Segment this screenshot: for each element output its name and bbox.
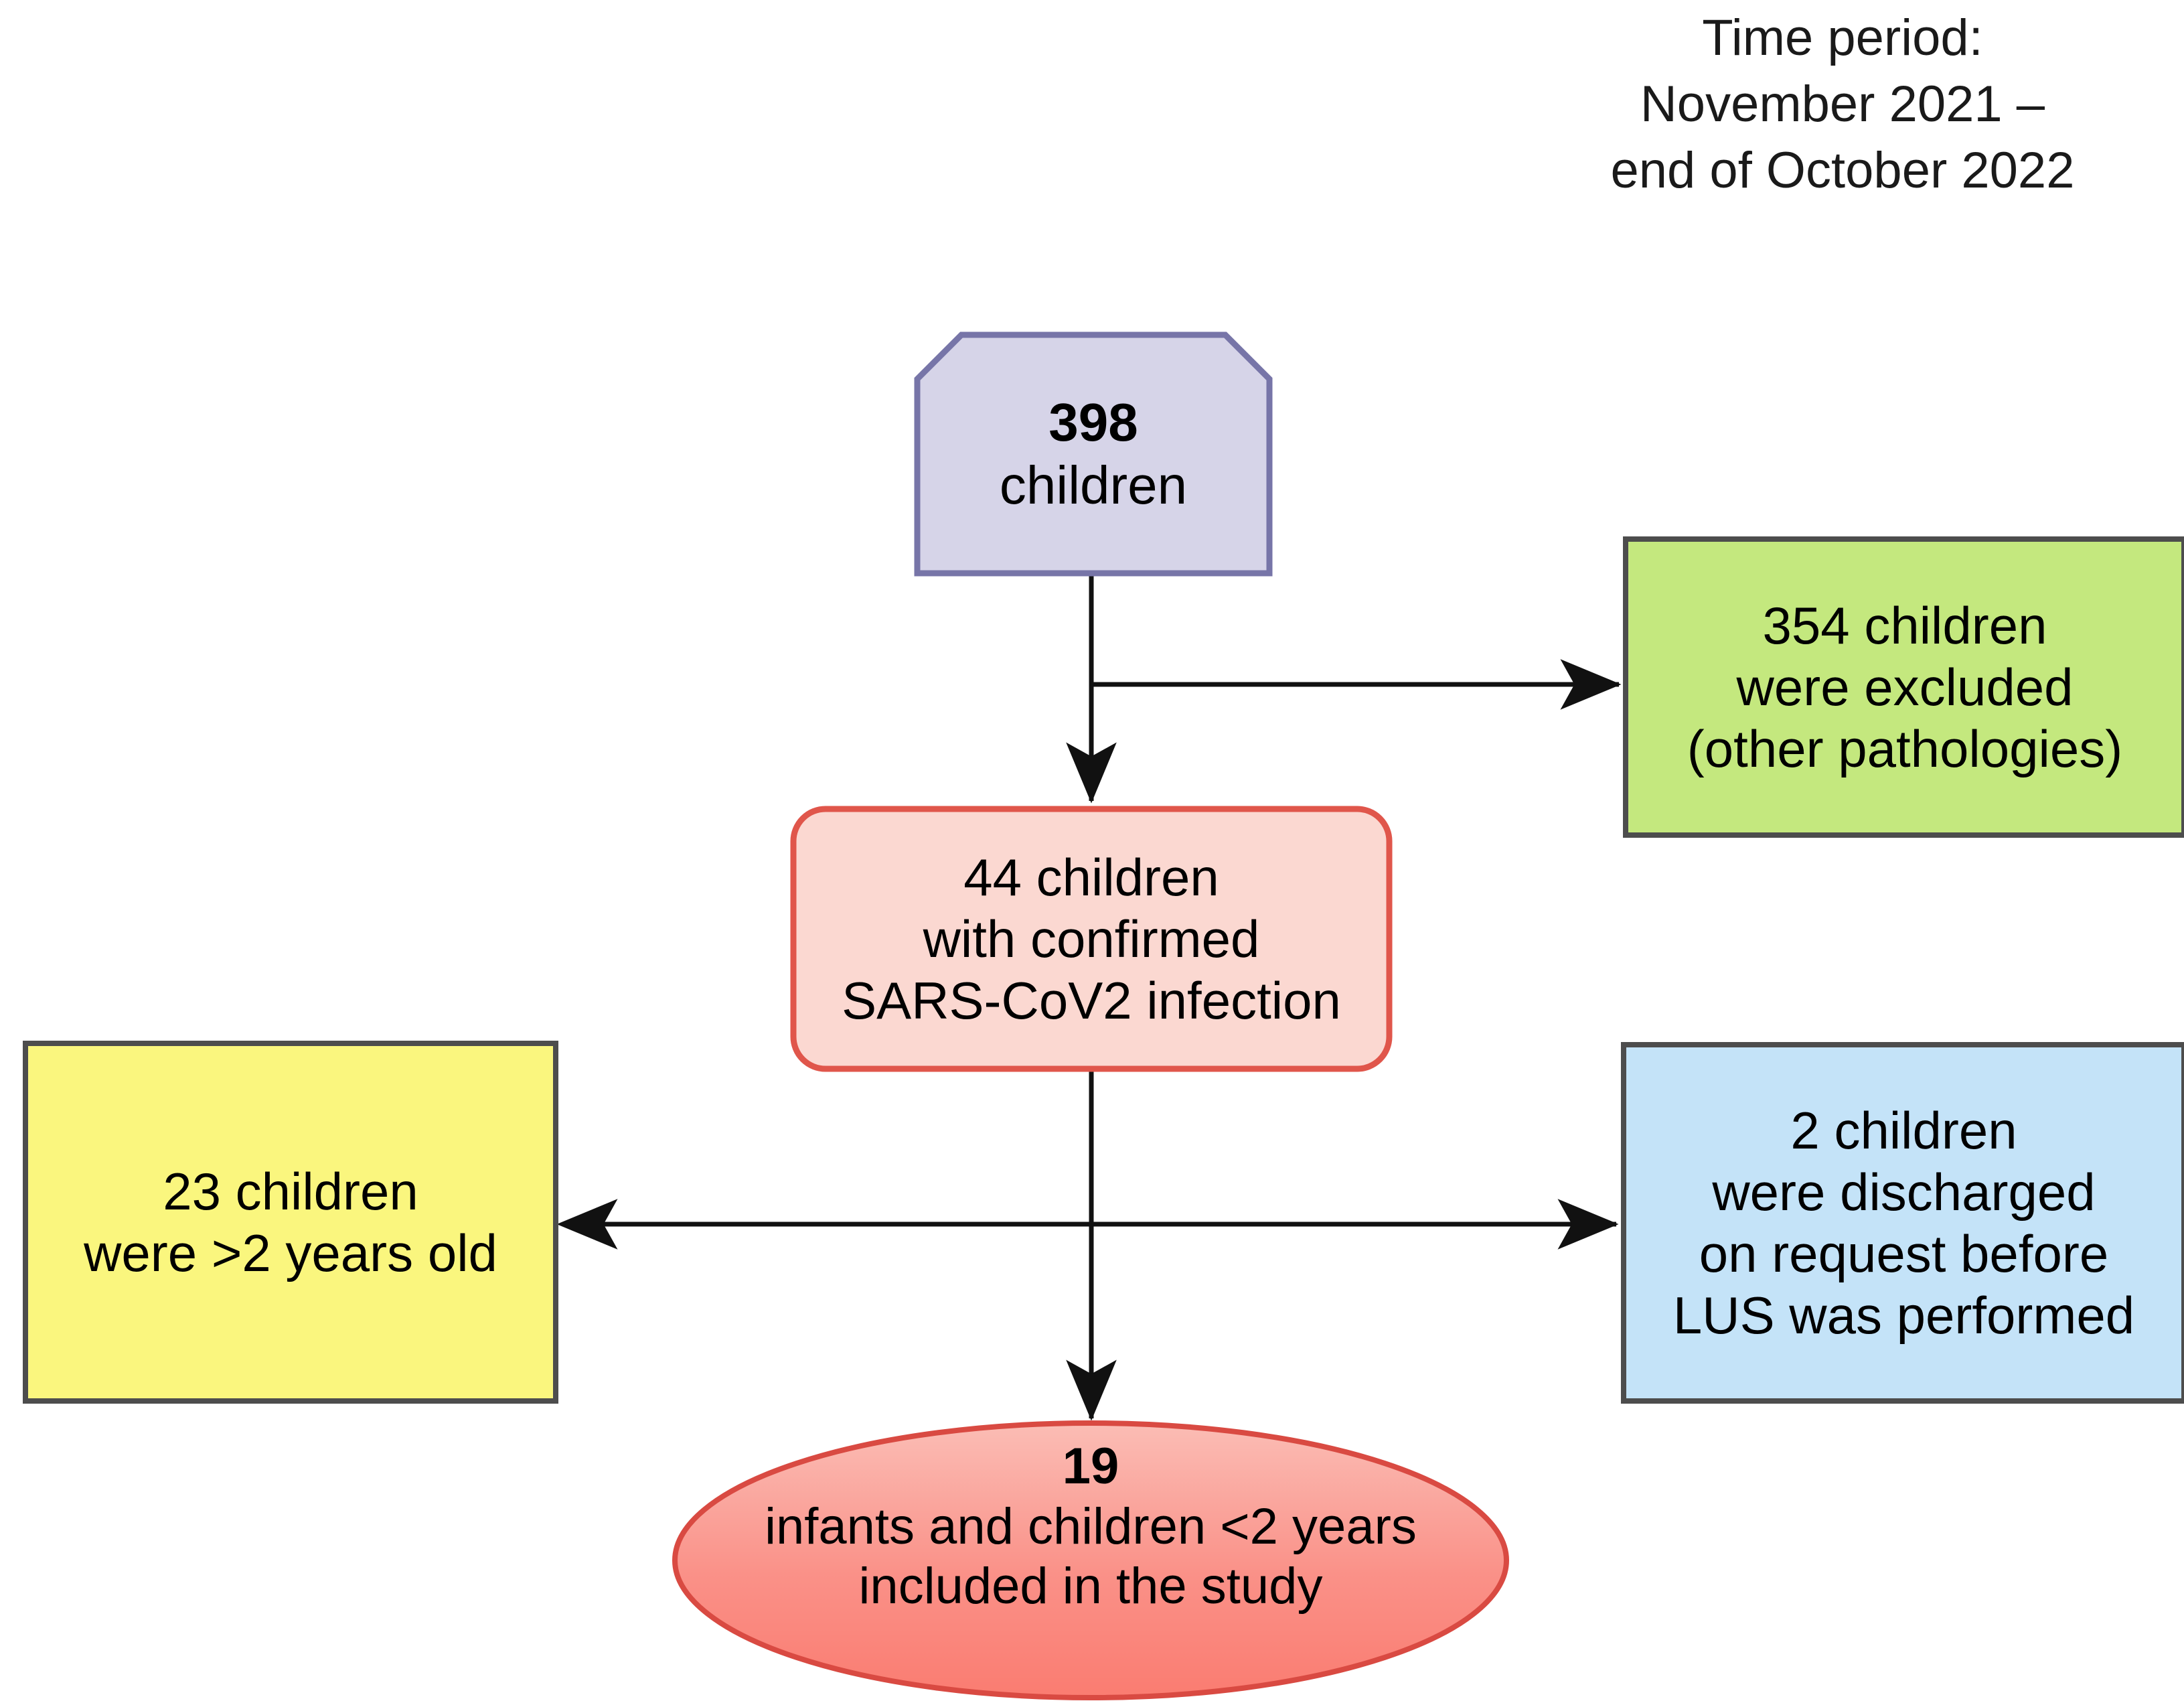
node-included-shape[interactable] [672,1420,1509,1700]
time-period-line-3: end of October 2022 [1610,141,2075,199]
node-discharged-shape[interactable] [1621,1042,2184,1404]
time-period-line-2: November 2021 – [1640,75,2045,133]
time-period-line-1: Time period: [1702,9,1983,66]
node-excluded-shape[interactable] [1623,536,2184,838]
time-period-caption: Time period: November 2021 – end of Octo… [1514,5,2171,204]
node-enrolled-shape[interactable] [914,331,1273,577]
node-older-shape[interactable] [23,1041,558,1404]
node-confirmed-shape[interactable] [790,806,1393,1072]
